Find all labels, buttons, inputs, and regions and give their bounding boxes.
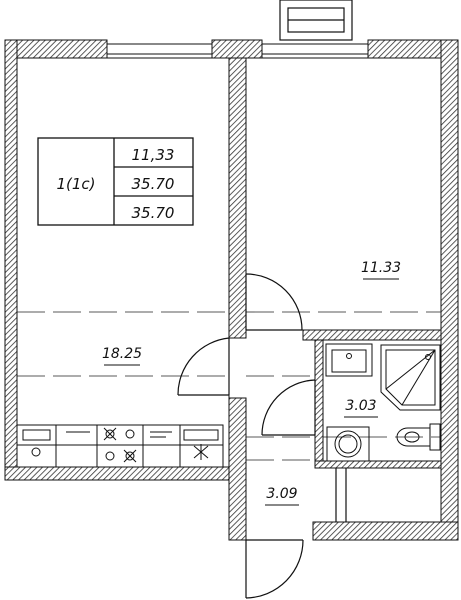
dashed-lines <box>17 311 441 461</box>
window-icon <box>279 0 353 41</box>
stove-icon <box>103 427 137 463</box>
shower-icon <box>380 344 441 411</box>
toilet-icon <box>396 423 441 451</box>
living-area: 11,33 <box>132 146 175 164</box>
total-area: 35.70 <box>132 175 175 193</box>
walls <box>4 39 459 541</box>
room-labels: 18.25 11.33 3.03 3.09 <box>102 260 401 506</box>
apartment-info-box: 1(1c) 11,33 35.70 35.70 <box>37 137 194 226</box>
room-area-bedroom: 11.33 <box>361 260 401 276</box>
washing-machine-icon <box>326 426 370 462</box>
apartment-code: 1(1c) <box>56 175 95 193</box>
room-area-hallway: 3.09 <box>266 486 297 502</box>
kitchen-counter-icon <box>16 424 224 468</box>
door-swing-icon <box>177 273 347 599</box>
windows <box>107 43 368 55</box>
sink-icon <box>325 343 373 377</box>
room-area-kitchen-living: 18.25 <box>102 346 142 362</box>
room-area-bathroom: 3.03 <box>345 398 376 414</box>
total-area-with-balcony: 35.70 <box>132 204 175 222</box>
